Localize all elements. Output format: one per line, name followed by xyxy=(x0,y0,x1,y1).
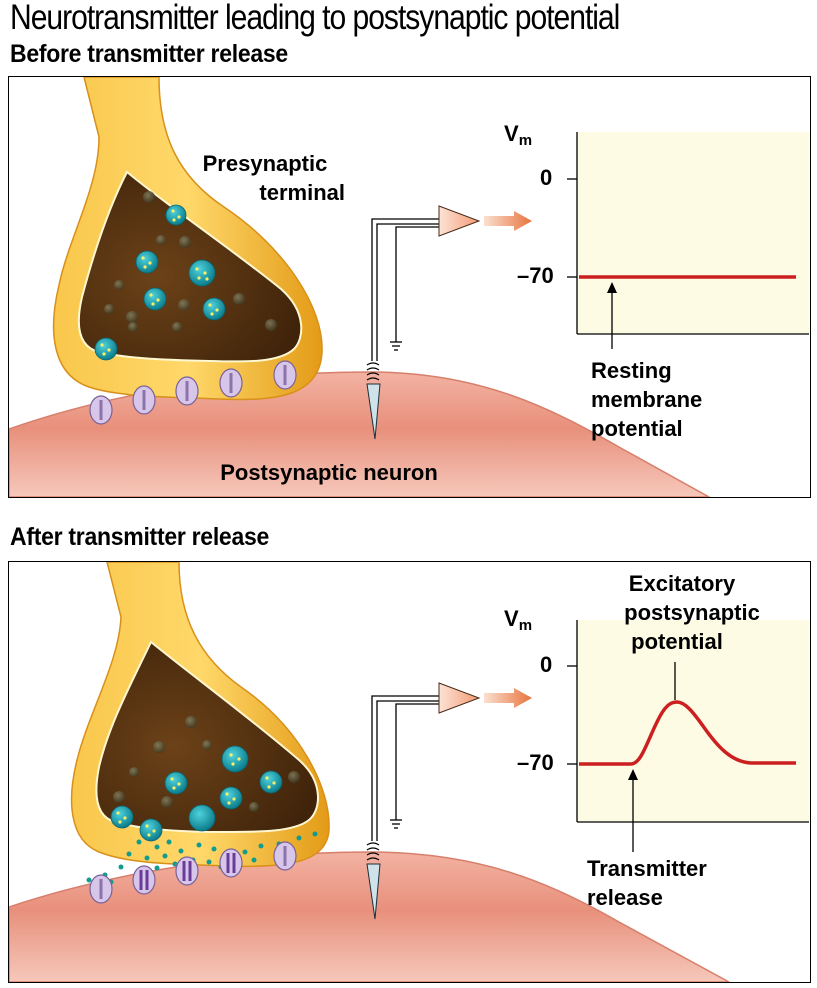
release-label-2: release xyxy=(587,885,663,910)
vm-axis-label: Vm xyxy=(504,606,533,634)
tick-zero: 0 xyxy=(540,652,553,677)
electrode-tip xyxy=(366,383,381,440)
tick-zero: 0 xyxy=(540,165,553,190)
epsp-label-3: potential xyxy=(631,629,723,654)
graph-area xyxy=(577,132,809,334)
vm-axis-label: Vm xyxy=(504,121,533,149)
postsynaptic-receptors xyxy=(89,841,297,904)
figure-title: Neurotransmitter leading to postsynaptic… xyxy=(10,0,620,37)
recording-electrode xyxy=(366,218,444,381)
release-arrowhead xyxy=(628,769,638,780)
tick-rest: –70 xyxy=(517,263,554,288)
release-label-1: Transmitter xyxy=(587,856,707,881)
tick-rest: –70 xyxy=(517,750,554,775)
resting-label-1: Resting xyxy=(591,358,672,383)
before-illustration xyxy=(9,77,809,497)
synaptic-vesicles xyxy=(110,745,283,842)
vesicle-dots xyxy=(100,209,219,356)
resting-label-3: potential xyxy=(591,416,683,441)
epsp-label-2: postsynaptic xyxy=(624,600,760,625)
background-vesicles xyxy=(104,191,277,332)
vesicle-dots xyxy=(116,753,276,837)
amplifier xyxy=(438,205,481,237)
after-illustration xyxy=(9,562,809,982)
presynaptic-label-1: Presynaptic xyxy=(202,151,328,176)
epsp-label-1: Excitatory xyxy=(628,571,736,596)
epsp-trace xyxy=(579,700,796,766)
signal-arrow xyxy=(484,688,532,708)
amplifier xyxy=(438,682,481,714)
resting-label-2: membrane xyxy=(591,387,703,412)
synaptic-vesicles xyxy=(94,204,226,361)
signal-arrow xyxy=(484,211,532,231)
after-panel: Excitatory postsynaptic potential Vm 0 –… xyxy=(8,561,811,983)
postsynaptic-receptors xyxy=(89,360,297,425)
electrode-tip xyxy=(366,863,381,920)
postsynaptic-label: Postsynaptic neuron xyxy=(220,460,438,485)
background-vesicles xyxy=(113,716,300,812)
resting-arrowhead xyxy=(607,282,617,293)
after-heading: After transmitter release xyxy=(10,523,269,551)
presynaptic-label-2: terminal xyxy=(259,180,345,205)
before-panel: Presynaptic terminal Postsynaptic neuron… xyxy=(8,76,811,498)
graph-area xyxy=(577,620,809,822)
before-heading: Before transmitter release xyxy=(10,40,288,68)
recording-electrode xyxy=(366,695,444,861)
